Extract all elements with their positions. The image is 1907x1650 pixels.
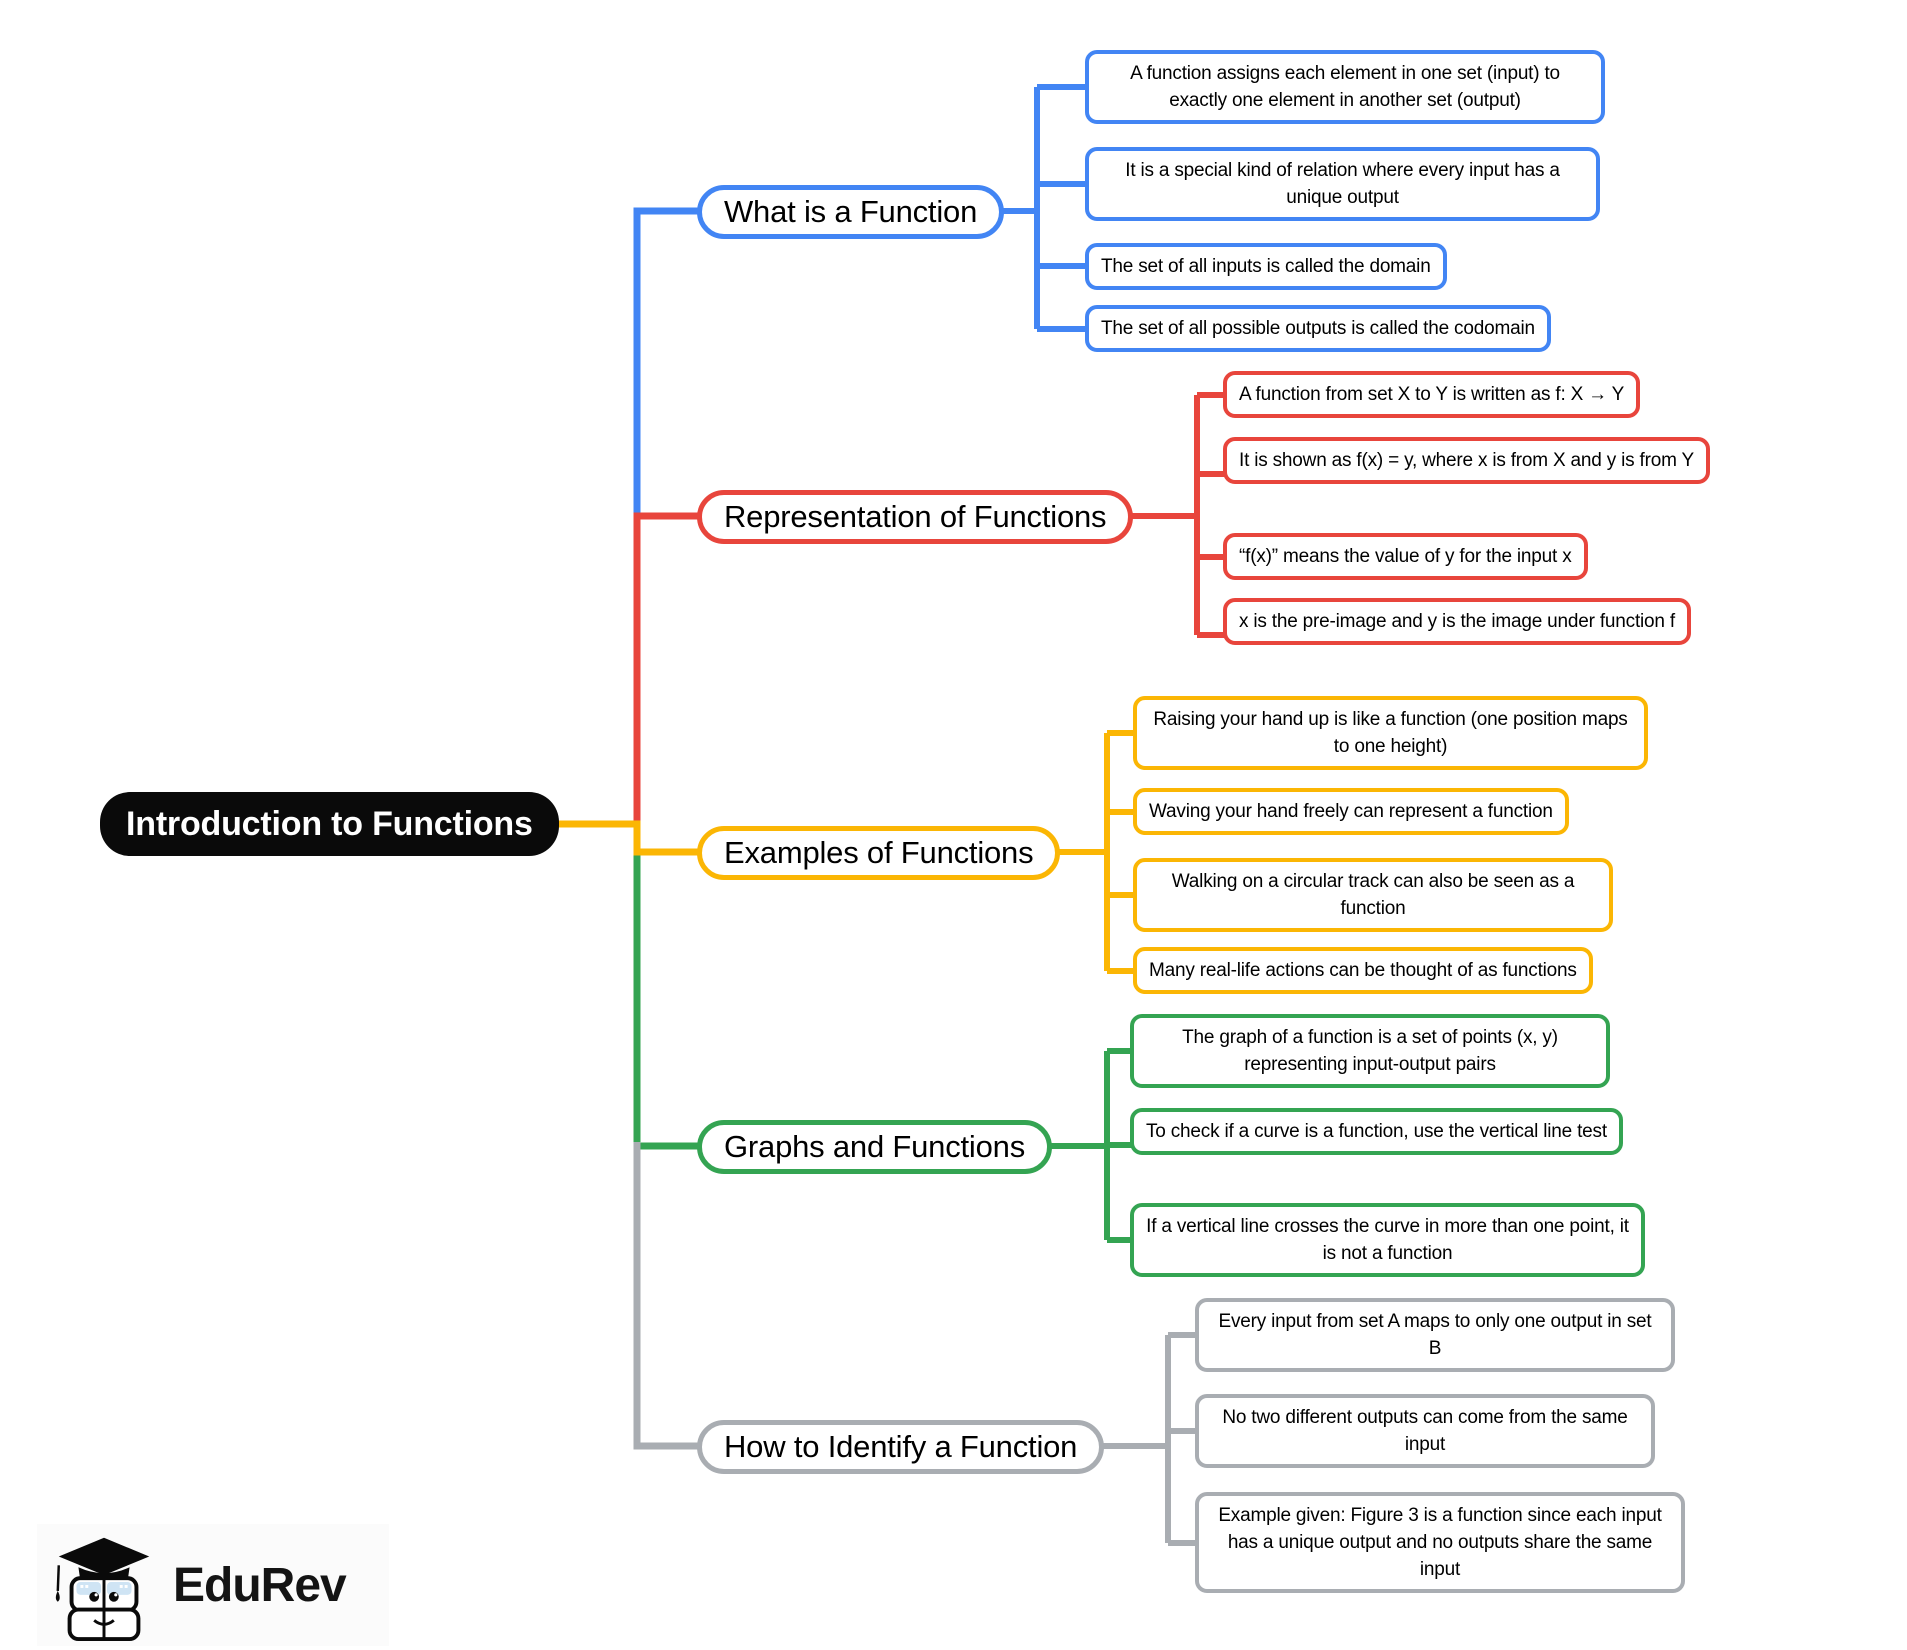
leaf-node: It is shown as f(x) = y, where x is from… — [1223, 437, 1710, 484]
leaf-node: To check if a curve is a function, use t… — [1130, 1108, 1623, 1155]
leaf-node: The set of all possible outputs is calle… — [1085, 305, 1551, 352]
leaf-node: A function assigns each element in one s… — [1085, 50, 1605, 124]
edurev-wordmark: EduRev — [173, 1558, 347, 1612]
branch-title-how-to-identify-a-function: How to Identify a Function — [697, 1420, 1105, 1474]
branch-title-examples-of-functions: Examples of Functions — [697, 826, 1061, 880]
leaf-node: It is a special kind of relation where e… — [1085, 147, 1600, 221]
leaf-node: The graph of a function is a set of poin… — [1130, 1014, 1610, 1088]
leaf-node: x is the pre-image and y is the image un… — [1223, 598, 1691, 645]
leaf-node: A function from set X to Y is written as… — [1223, 371, 1641, 418]
leaf-node: Example given: Figure 3 is a function si… — [1195, 1492, 1685, 1593]
branch-title-what-is-a-function: What is a Function — [697, 185, 1005, 239]
branch-title-graphs-and-functions: Graphs and Functions — [697, 1120, 1053, 1174]
branch-title-representation-of-functions: Representation of Functions — [697, 490, 1134, 544]
leaf-node: If a vertical line crosses the curve in … — [1130, 1203, 1645, 1277]
leaf-node: Every input from set A maps to only one … — [1195, 1298, 1675, 1372]
leaf-node: The set of all inputs is called the doma… — [1085, 243, 1447, 290]
leaf-node: Waving your hand freely can represent a … — [1133, 788, 1569, 835]
leaf-node: Raising your hand up is like a function … — [1133, 696, 1648, 770]
edurev-mascot-icon — [55, 1537, 150, 1642]
edurev-logo: EduRev — [37, 1524, 389, 1646]
leaf-node: “f(x)” means the value of y for the inpu… — [1223, 533, 1588, 580]
leaf-node: Many real-life actions can be thought of… — [1133, 947, 1593, 994]
leaf-node: No two different outputs can come from t… — [1195, 1394, 1655, 1468]
leaf-node: Walking on a circular track can also be … — [1133, 858, 1613, 932]
root-node: Introduction to Functions — [100, 792, 559, 856]
